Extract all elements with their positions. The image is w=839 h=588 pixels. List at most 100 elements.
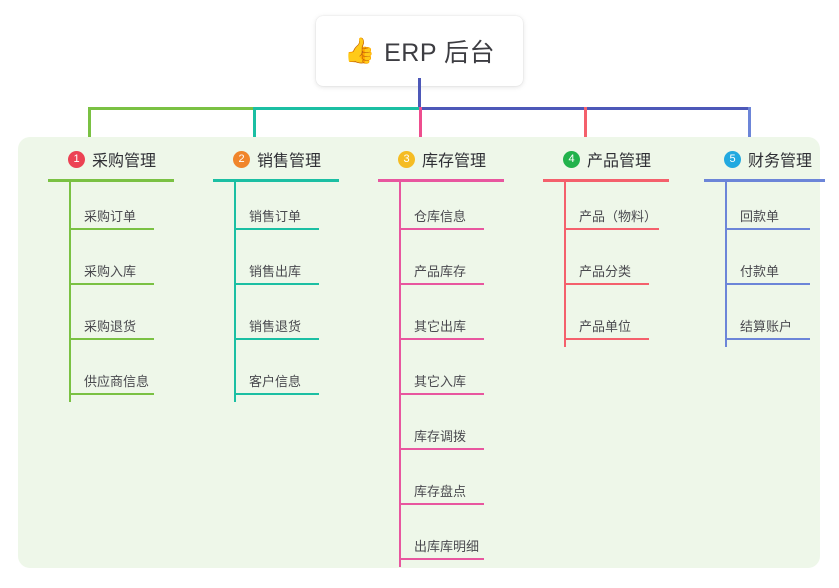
root-node-title: ERP 后台	[384, 39, 496, 67]
submodule-label: 仓库信息	[414, 209, 467, 224]
submodule-item[interactable]: 产品分类	[543, 237, 669, 292]
submodule-item[interactable]: 其它出库	[378, 292, 504, 347]
submodule-item[interactable]: 结算账户	[704, 292, 825, 347]
submodule-spine	[399, 182, 401, 567]
column-drop-line-2	[253, 107, 256, 143]
submodule-label: 产品单位	[579, 319, 632, 334]
module-number-badge: 2	[233, 150, 250, 168]
submodule-item[interactable]: 销售订单	[213, 182, 339, 237]
submodule-item[interactable]: 采购退货	[48, 292, 174, 347]
submodule-rule	[69, 338, 154, 340]
module-column-2: 2 销售管理销售订单销售出库销售退货客户信息	[213, 144, 339, 402]
submodule-rule	[234, 283, 319, 285]
submodule-list: 销售订单销售出库销售退货客户信息	[213, 182, 339, 402]
submodule-spine	[69, 182, 71, 402]
submodule-item[interactable]: 产品（物料）	[543, 182, 669, 237]
submodule-label: 其它入库	[414, 374, 467, 389]
submodule-item[interactable]: 客户信息	[213, 347, 339, 402]
module-title: 采购管理	[92, 153, 157, 170]
submodule-item[interactable]: 供应商信息	[48, 347, 174, 402]
submodule-rule	[399, 338, 484, 340]
column-drop-line-3	[419, 107, 422, 143]
submodule-item[interactable]: 库存盘点	[378, 457, 504, 512]
module-title: 产品管理	[587, 153, 652, 170]
submodule-label: 其它出库	[414, 319, 467, 334]
submodule-rule	[399, 503, 484, 505]
submodule-label: 产品（物料）	[579, 209, 658, 224]
module-title: 库存管理	[422, 153, 487, 170]
submodule-list: 产品（物料） 产品分类产品单位	[543, 182, 669, 347]
submodule-label: 销售退货	[249, 319, 302, 334]
root-drop-line	[418, 78, 421, 110]
submodule-rule	[234, 228, 319, 230]
submodule-item[interactable]: 产品库存	[378, 237, 504, 292]
module-header-5[interactable]: 5 财务管理	[704, 144, 825, 174]
module-header-3[interactable]: 3 库存管理	[378, 144, 504, 174]
submodule-rule	[69, 283, 154, 285]
submodule-rule	[725, 283, 810, 285]
module-number-badge: 3	[398, 150, 415, 168]
submodule-item[interactable]: 销售退货	[213, 292, 339, 347]
submodule-rule	[564, 338, 649, 340]
submodule-label: 销售订单	[249, 209, 302, 224]
module-header-rule	[213, 179, 339, 182]
module-header-rule	[704, 179, 825, 182]
submodule-rule	[399, 558, 484, 560]
submodule-rule	[725, 338, 810, 340]
module-number-badge: 5	[724, 150, 741, 168]
submodule-item[interactable]: 仓库信息	[378, 182, 504, 237]
submodule-item[interactable]: 产品单位	[543, 292, 669, 347]
submodule-list: 采购订单采购入库采购退货供应商信息	[48, 182, 174, 402]
submodule-item[interactable]: 出库库明细	[378, 512, 504, 567]
submodule-item[interactable]: 销售出库	[213, 237, 339, 292]
submodule-item[interactable]: 回款单	[704, 182, 825, 237]
submodule-spine	[564, 182, 566, 347]
submodule-label: 回款单	[740, 209, 780, 224]
submodule-spine	[234, 182, 236, 402]
submodule-label: 采购退货	[84, 319, 137, 334]
module-title: 销售管理	[257, 153, 322, 170]
submodule-rule	[399, 228, 484, 230]
submodule-label: 付款单	[740, 264, 780, 279]
submodule-label: 产品库存	[414, 264, 467, 279]
submodule-rule	[69, 393, 154, 395]
root-node-erp-backend[interactable]: 👍 ERP 后台	[316, 16, 523, 86]
submodule-item[interactable]: 付款单	[704, 237, 825, 292]
module-number-badge: 1	[68, 150, 85, 168]
submodule-rule	[399, 283, 484, 285]
module-header-rule	[378, 179, 504, 182]
submodule-item[interactable]: 采购入库	[48, 237, 174, 292]
submodule-item[interactable]: 采购订单	[48, 182, 174, 237]
submodule-rule	[725, 228, 810, 230]
module-header-1[interactable]: 1 采购管理	[48, 144, 174, 174]
column-drop-line-4	[584, 107, 587, 143]
submodule-item[interactable]: 其它入库	[378, 347, 504, 402]
column-drop-line-1	[88, 107, 91, 143]
submodule-label: 客户信息	[249, 374, 302, 389]
module-header-2[interactable]: 2 销售管理	[213, 144, 339, 174]
submodule-label: 结算账户	[740, 319, 793, 334]
submodule-list: 回款单付款单结算账户	[704, 182, 825, 347]
submodule-rule	[564, 228, 659, 230]
submodule-label: 库存盘点	[414, 484, 467, 499]
submodule-rule	[69, 228, 154, 230]
submodule-rule	[234, 393, 319, 395]
module-title: 财务管理	[748, 153, 813, 170]
submodule-label: 产品分类	[579, 264, 632, 279]
module-column-5: 5 财务管理回款单付款单结算账户	[704, 144, 825, 347]
column-drop-line-5	[748, 107, 751, 143]
submodule-label: 采购入库	[84, 264, 137, 279]
module-column-1: 1 采购管理采购订单采购入库采购退货供应商信息	[48, 144, 174, 402]
module-header-rule	[48, 179, 174, 182]
submodule-rule	[564, 283, 649, 285]
submodule-label: 采购订单	[84, 209, 137, 224]
submodule-list: 仓库信息产品库存其它出库其它入库库存调拨库存盘点出库库明细	[378, 182, 504, 567]
submodule-item[interactable]: 库存调拨	[378, 402, 504, 457]
bus-green-segment	[88, 107, 254, 110]
module-column-3: 3 库存管理仓库信息产品库存其它出库其它入库库存调拨库存盘点出库库明细	[378, 144, 504, 567]
submodule-label: 供应商信息	[84, 374, 150, 389]
bus-teal-segment	[253, 107, 420, 110]
